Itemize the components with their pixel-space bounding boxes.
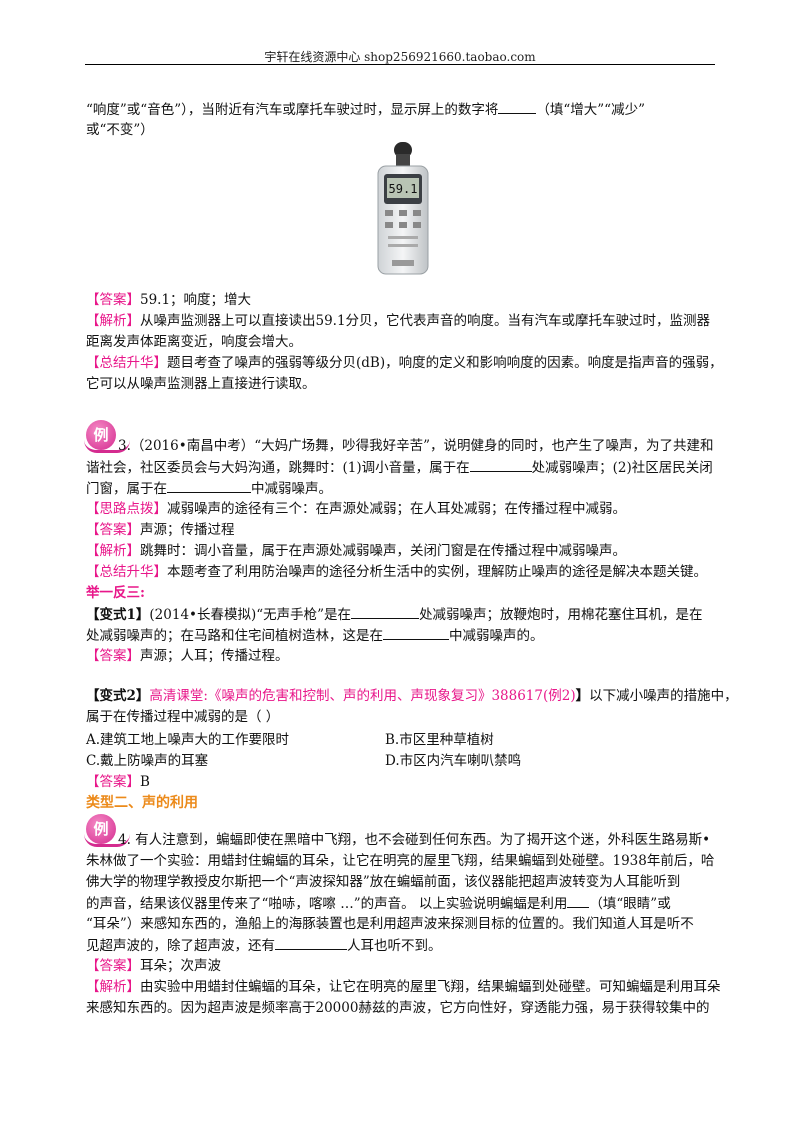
question-text: 以下减小噪声的措施中， xyxy=(589,688,738,704)
question-text: 处减弱噪声的；在马路和住宅间植树造林，这是在 xyxy=(86,628,383,644)
question-text: (2014•长春模拟)“无声手枪”是在 xyxy=(149,607,352,623)
answer-blank xyxy=(567,893,590,908)
section-title: 类型二、声的利用 xyxy=(86,795,198,811)
option-b: B.市区里种草植树 xyxy=(385,732,494,748)
example4-line3: 佛大学的物理学教授皮尔斯把一个“声波探知器”放在蝙蝠前面，该仪器能把超声波转变为… xyxy=(86,874,681,890)
meter-display-text: 59.1 xyxy=(389,182,418,196)
meter-icon: 59.1 xyxy=(377,142,429,275)
example3-line1: 3.（2016•南昌中考）“大妈广场舞，吵得我好辛苦”，说明健身的同时，也产生了… xyxy=(118,438,714,454)
variant1-tag: 【变式1】 xyxy=(86,607,150,623)
answer-text: 59.1；响度；增大 xyxy=(140,292,252,308)
summary-text: 本题考查了利用防治噪声的途径分析生活中的实例，理解防止噪声的途径是解决本题关键。 xyxy=(167,564,707,580)
answer-tag: 【答案】 xyxy=(86,774,140,790)
question-text: 门窗，属于在 xyxy=(86,481,167,497)
answer-blank xyxy=(383,625,449,640)
question-text: （填“眼睛”或 xyxy=(589,896,671,912)
page-header: 宇轩在线资源中心 shop256921660.taobao.com xyxy=(264,50,536,64)
example4-line1: 4. 有人注意到，蝙蝠即使在黑暗中飞翔，也不会碰到任何东西。为了揭开这个迷，外科… xyxy=(118,832,711,848)
answer-line: 【答案】59.1；响度；增大 xyxy=(86,290,251,310)
answer-tag: 【答案】 xyxy=(86,292,140,308)
course-link[interactable]: 高清课堂:《噪声的危害和控制、声的利用、声现象复习》388617(例2) xyxy=(149,688,576,704)
analysis-tag: 【解析】 xyxy=(86,313,140,329)
answer-line: 【答案】耳朵；次声波 xyxy=(86,956,221,976)
answer-tag: 【答案】 xyxy=(86,958,140,974)
hint-line: 【思路点拨】减弱噪声的途径有三个：在声源处减弱；在人耳处减弱；在传播过程中减弱。 xyxy=(86,499,626,519)
summary-line: 【总结升华】本题考查了利用防治噪声的途径分析生活中的实例，理解防止噪声的途径是解… xyxy=(86,562,707,582)
question-text: 的声音，结果该仪器里传来了“啪哧，喀嚓 …”的声音。 以上实验说明蝙蝠是利用 xyxy=(86,896,568,912)
question-text: （填“增大”“减少” xyxy=(536,102,645,118)
example4-line2: 朱林做了一个实验：用蜡封住蝙蝠的耳朵，让它在明亮的屋里飞翔，结果蝙蝠到处碰壁。1… xyxy=(86,853,715,869)
variants-title: 举一反三: xyxy=(86,585,145,601)
example4-line5: “耳朵”）来感知东西的，渔船上的海豚装置也是利用超声波来探测目标的位置的。我们知… xyxy=(86,916,694,932)
variant2-line2: 属于在传播过程中减弱的是（ ） xyxy=(86,709,280,725)
summary-line: 【总结升华】题目考查了噪声的强弱等级分贝(dB)，响度的定义和影响响度的因素。响… xyxy=(86,353,723,373)
header-rule xyxy=(85,64,715,65)
option-a: A.建筑工地上噪声大的工作要限时 xyxy=(86,732,290,748)
answer-text: 耳朵；次声波 xyxy=(140,958,221,974)
option-d: D.市区内汽车喇叭禁鸣 xyxy=(385,753,522,769)
analysis-text: 跳舞时：调小音量，属于在声源处减弱噪声，关闭门窗是在传播过程中减弱噪声。 xyxy=(140,543,626,559)
answer-line: 【答案】B xyxy=(86,772,150,792)
variant2-line1: 【变式2】高清课堂:《噪声的危害和控制、声的利用、声现象复习》388617(例2… xyxy=(86,686,738,706)
analysis-line: 距离发声体距离变近，响度会增大。 xyxy=(86,334,302,350)
analysis-text: 从噪声监测器上可以直接读出59.1分贝，它代表声音的响度。当有汽车或摩托车驶过时… xyxy=(140,313,711,329)
analysis-line: 【解析】由实验中用蜡封住蝙蝠的耳朵，让它在明亮的屋里飞翔，结果蝙蝠到处碰壁。可知… xyxy=(86,977,721,997)
summary-tag: 【总结升华】 xyxy=(86,355,167,371)
answer-text: B xyxy=(140,774,150,790)
variant2-tag: 【变式2】 xyxy=(86,688,150,704)
question-text: 人耳也听不到。 xyxy=(347,938,442,954)
analysis-line: 【解析】跳舞时：调小音量，属于在声源处减弱噪声，关闭门窗是在传播过程中减弱噪声。 xyxy=(86,541,626,561)
question-text: 中减弱噪声的。 xyxy=(449,628,544,644)
badge-swoosh xyxy=(84,834,130,847)
badge-swoosh xyxy=(84,440,130,453)
analysis-tag: 【解析】 xyxy=(86,543,140,559)
analysis-text: 由实验中用蜡封住蝙蝠的耳朵，让它在明亮的屋里飞翔，结果蝙蝠到处碰壁。可知蝙蝠是利… xyxy=(140,979,721,995)
question-text: 中减弱噪声。 xyxy=(251,481,332,497)
example4-line6: 见超声波的，除了超声波，还有 人耳也听不到。 xyxy=(86,935,442,956)
answer-blank xyxy=(351,604,420,619)
question-text: 处减弱噪声；放鞭炮时，用棉花塞住耳机，是在 xyxy=(419,607,703,623)
hint-tag: 【思路点拨】 xyxy=(86,501,167,517)
variant1-line2: 处减弱噪声的；在马路和住宅间植树造林，这是在 中减弱噪声的。 xyxy=(86,625,544,646)
answer-tag: 【答案】 xyxy=(86,648,140,664)
option-c: C.戴上防噪声的耳塞 xyxy=(86,753,209,769)
answer-line: 【答案】声源；人耳；传播过程。 xyxy=(86,646,289,666)
example4-line4: 的声音，结果该仪器里传来了“啪哧，喀嚓 …”的声音。 以上实验说明蝙蝠是利用 （填… xyxy=(86,893,671,914)
question-text: 见超声波的，除了超声波，还有 xyxy=(86,938,275,954)
question-prev-line2: 或“不变”） xyxy=(86,122,154,138)
question-text: 处减弱噪声；(2)社区居民关闭 xyxy=(531,460,713,476)
variant2-tag-end: 】 xyxy=(575,688,590,704)
variant1-line1: 【变式1】(2014•长春模拟)“无声手枪”是在 处减弱噪声；放鞭炮时，用棉花塞住… xyxy=(86,604,703,625)
analysis-line: 来感知东西的。因为超声波是频率高于20000赫兹的声波，它方向性好，穿透能力强，… xyxy=(86,1000,710,1016)
analysis-tag: 【解析】 xyxy=(86,979,140,995)
question-text: “响度”或“音色”），当附近有汽车或摩托车驶过时，显示屏上的数字将 xyxy=(86,102,499,118)
sound-level-meter-image: 59.1 xyxy=(370,140,436,276)
summary-text: 题目考查了噪声的强弱等级分贝(dB)，响度的定义和影响响度的因素。响度是指声音的… xyxy=(167,355,723,371)
analysis-line: 【解析】从噪声监测器上可以直接读出59.1分贝，它代表声音的响度。当有汽车或摩托… xyxy=(86,311,710,331)
answer-line: 【答案】声源；传播过程 xyxy=(86,520,235,540)
example3-line3: 门窗，属于在 中减弱噪声。 xyxy=(86,478,332,499)
example3-line2: 谐社会，社区委员会与大妈沟通，跳舞时：(1)调小音量，属于在 处减弱噪声；(2)社… xyxy=(86,457,713,478)
answer-blank xyxy=(275,935,347,950)
answer-blank xyxy=(167,478,251,493)
answer-text: 声源；人耳；传播过程。 xyxy=(140,648,289,664)
summary-tag: 【总结升华】 xyxy=(86,564,167,580)
question-prev-line1: “响度”或“音色”），当附近有汽车或摩托车驶过时，显示屏上的数字将 （填“增大”“… xyxy=(86,99,645,120)
question-text: 谐社会，社区委员会与大妈沟通，跳舞时：(1)调小音量，属于在 xyxy=(86,460,470,476)
summary-line: 它可以从噪声监测器上直接进行读取。 xyxy=(86,376,316,392)
answer-blank xyxy=(469,457,532,472)
answer-text: 声源；传播过程 xyxy=(140,522,235,538)
answer-blank xyxy=(498,99,537,114)
answer-tag: 【答案】 xyxy=(86,522,140,538)
hint-text: 减弱噪声的途径有三个：在声源处减弱；在人耳处减弱；在传播过程中减弱。 xyxy=(167,501,626,517)
